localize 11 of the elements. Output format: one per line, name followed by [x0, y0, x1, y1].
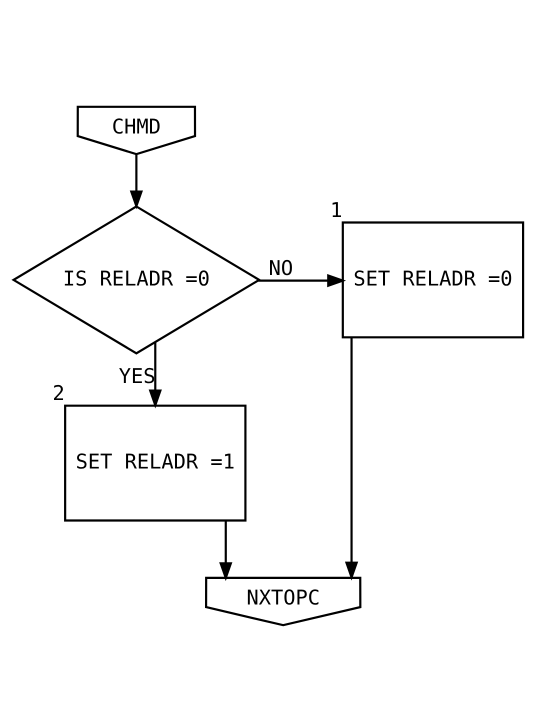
node-label: 2 — [52, 380, 65, 405]
edge-label: NO — [268, 256, 294, 280]
node-box: SET RELADR =0 — [342, 220, 524, 338]
arrow — [258, 274, 346, 287]
node-label: 1 — [330, 197, 342, 222]
arrow — [130, 154, 143, 209]
node-box: SET RELADR =1 — [64, 404, 246, 522]
node-diamond: IS RELADR =0 — [11, 204, 262, 354]
arrow — [344, 337, 358, 580]
arrow — [148, 342, 162, 408]
arrow — [219, 520, 232, 581]
